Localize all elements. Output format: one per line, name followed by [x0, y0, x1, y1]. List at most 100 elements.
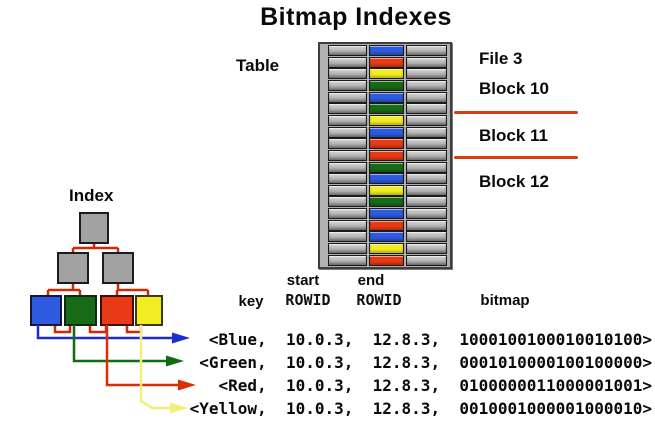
- table-row: [320, 243, 450, 255]
- block-11-label: Block 11: [479, 126, 548, 145]
- table-row: [320, 161, 450, 173]
- row-color-cell-green: [369, 196, 404, 208]
- row-side-cell: [328, 254, 367, 266]
- table-row: [320, 56, 450, 68]
- table-row: [320, 219, 450, 231]
- header-start-rowid: ROWID: [285, 291, 331, 309]
- row-side-cell: [406, 126, 447, 138]
- header-key: key: [238, 293, 264, 310]
- row-side-cell: [328, 161, 367, 173]
- table-row: [320, 68, 450, 80]
- row-side-cell: [406, 114, 447, 126]
- row-color-cell-blue: [369, 126, 404, 138]
- row-side-cell: [406, 45, 447, 57]
- row-side-cell: [406, 103, 447, 115]
- row-side-cell: [328, 91, 367, 103]
- table-row: [320, 45, 450, 57]
- tree-connector-right-branch: [115, 283, 150, 296]
- row-side-cell: [328, 184, 367, 196]
- row-color-cell-blue: [369, 208, 404, 220]
- row-side-cell: [328, 243, 367, 255]
- row-side-cell: [406, 56, 447, 68]
- index-branch-node-left: [57, 252, 89, 284]
- page-title: Bitmap Indexes: [260, 3, 452, 31]
- row-color-cell-red: [369, 56, 404, 68]
- tree-connector-left-branch: [46, 283, 82, 296]
- leaf-node-blue: [30, 295, 62, 326]
- index-entry-yellow: <Yellow, 10.0.3, 12.8.3, 001000100000100…: [189, 399, 652, 418]
- row-side-cell: [406, 254, 447, 266]
- index-branch-node-right: [102, 252, 134, 284]
- row-side-cell: [406, 208, 447, 220]
- row-color-cell-red: [369, 138, 404, 150]
- row-side-cell: [328, 56, 367, 68]
- row-color-cell-yellow: [369, 114, 404, 126]
- row-color-cell-blue: [369, 173, 404, 185]
- leaf-node-yellow: [135, 295, 163, 326]
- index-root-node: [79, 212, 109, 244]
- header-bitmap: bitmap: [480, 292, 530, 309]
- row-side-cell: [328, 126, 367, 138]
- block-divider-line: [454, 156, 578, 159]
- table-row: [320, 173, 450, 185]
- row-side-cell: [406, 196, 447, 208]
- row-side-cell: [406, 68, 447, 80]
- row-side-cell: [328, 103, 367, 115]
- table-row: [320, 80, 450, 92]
- row-color-cell-yellow: [369, 68, 404, 80]
- row-side-cell: [328, 80, 367, 92]
- row-side-cell: [406, 161, 447, 173]
- block-10-label: Block 10: [479, 79, 549, 98]
- row-side-cell: [328, 219, 367, 231]
- row-color-cell-blue: [369, 91, 404, 103]
- row-side-cell: [328, 196, 367, 208]
- row-color-cell-green: [369, 161, 404, 173]
- row-side-cell: [406, 243, 447, 255]
- table-row: [320, 196, 450, 208]
- block-divider-line: [454, 111, 578, 114]
- table-label: Table: [236, 56, 280, 75]
- index-entry-blue: <Blue, 10.0.3, 12.8.3, 10001001000100101…: [208, 330, 652, 349]
- header-end: end: [357, 272, 385, 289]
- leaf-node-red: [100, 295, 134, 326]
- row-color-cell-yellow: [369, 184, 404, 196]
- row-side-cell: [328, 114, 367, 126]
- row-color-cell-red: [369, 149, 404, 161]
- row-color-cell-blue: [369, 231, 404, 243]
- row-side-cell: [406, 231, 447, 243]
- row-color-cell-red: [369, 219, 404, 231]
- index-entry-red: <Red, 10.0.3, 12.8.3, 010000001100000100…: [218, 376, 652, 395]
- table-row: [320, 231, 450, 243]
- row-side-cell: [328, 208, 367, 220]
- file-label: File 3: [479, 49, 523, 68]
- row-color-cell-green: [369, 80, 404, 92]
- row-color-cell-red: [369, 254, 404, 266]
- row-side-cell: [406, 138, 447, 150]
- table-row: [320, 254, 450, 266]
- row-side-cell: [406, 173, 447, 185]
- row-side-cell: [328, 173, 367, 185]
- block-12-label: Block 12: [479, 172, 549, 191]
- row-side-cell: [328, 231, 367, 243]
- row-side-cell: [328, 149, 367, 161]
- table-row: [320, 208, 450, 220]
- index-entry-green: <Green, 10.0.3, 12.8.3, 0001010000100100…: [199, 353, 652, 372]
- table-row: [320, 91, 450, 103]
- table-row: [320, 126, 450, 138]
- row-side-cell: [406, 149, 447, 161]
- row-side-cell: [328, 68, 367, 80]
- row-side-cell: [406, 80, 447, 92]
- table-row: [320, 184, 450, 196]
- table-row: [320, 149, 450, 161]
- row-color-cell-yellow: [369, 243, 404, 255]
- row-side-cell: [328, 45, 367, 57]
- row-color-cell-blue: [369, 45, 404, 57]
- table-row: [320, 103, 450, 115]
- row-color-cell-green: [369, 103, 404, 115]
- table-row: [320, 114, 450, 126]
- heap-table: [318, 42, 452, 269]
- table-row: [320, 138, 450, 150]
- row-side-cell: [406, 91, 447, 103]
- row-side-cell: [406, 184, 447, 196]
